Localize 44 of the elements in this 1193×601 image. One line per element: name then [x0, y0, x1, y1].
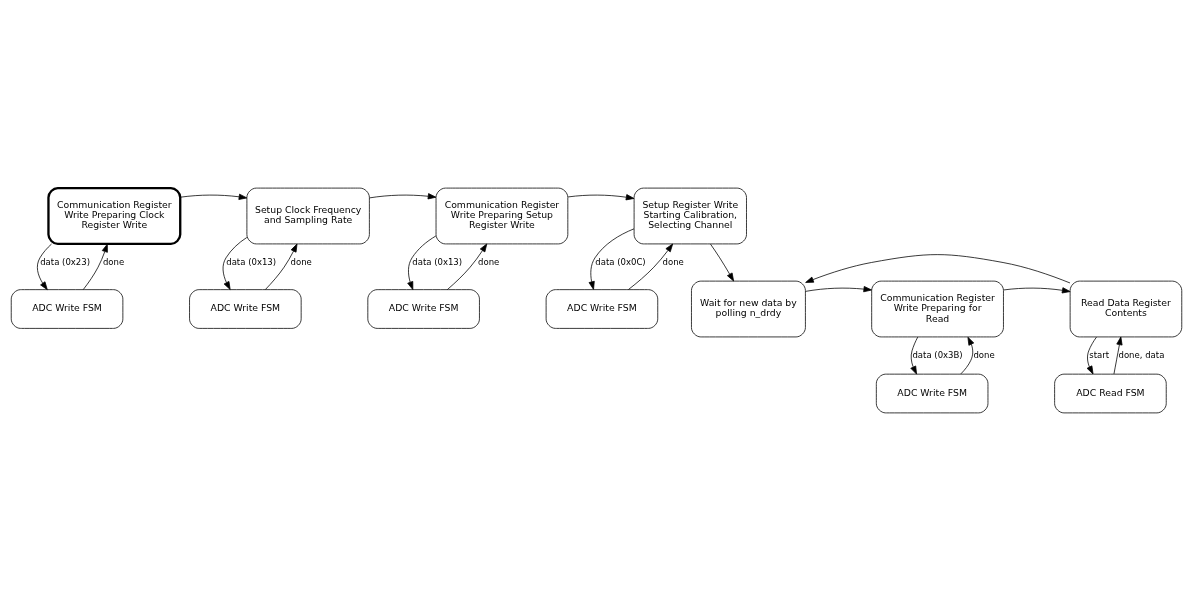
arrow [910, 336, 919, 375]
arrow [1003, 287, 1071, 294]
node-box: Read Data Register Contents [1069, 280, 1183, 338]
node-box: Communication Register Write Preparing for Read [871, 280, 1004, 338]
edge-label: done, data [1118, 349, 1165, 360]
node-box: ADC Write FSM [875, 373, 989, 414]
arrow [265, 243, 298, 290]
edge-label: done [478, 256, 500, 267]
arrow [82, 243, 108, 290]
arrow [805, 286, 872, 293]
arrow [1086, 336, 1097, 375]
node-box: Communication Register Write Preparing Clock Register Write [47, 186, 182, 246]
arrow [1113, 336, 1123, 375]
edge-label: done [662, 256, 684, 267]
arrow [37, 243, 52, 290]
node-box: ADC Write FSM [10, 289, 124, 329]
edge-label: start [1089, 349, 1110, 360]
node-box: Setup Register Write Starting Calibration, Selecting Channel [633, 187, 747, 245]
node-box: ADC Write FSM [189, 289, 302, 329]
arrow [222, 237, 248, 290]
arrow [567, 194, 635, 201]
edge-label: done [973, 349, 995, 360]
arrow [960, 336, 975, 375]
arrow [369, 193, 437, 200]
edge-label: data (0x0C) [595, 256, 646, 267]
edge-label: done [102, 256, 125, 267]
node-box: ADC Read FSM [1054, 373, 1167, 414]
arrow [805, 254, 1071, 284]
edge-label: data (0x23) [40, 256, 91, 267]
edge-label: data (0x3B) [912, 349, 963, 360]
arrow [407, 235, 437, 290]
arrow [710, 243, 734, 282]
node-box: ADC Write FSM [545, 289, 659, 329]
edge-label: data (0x13) [412, 256, 463, 267]
arrow [180, 193, 248, 200]
node-box: Communication Register Write Preparing Setup Register Write [435, 187, 569, 245]
arrow [628, 243, 674, 290]
arrow [588, 228, 635, 290]
node-box: Setup Clock Frequency and Sampling Rate [246, 187, 370, 245]
node-box: Wait for new data by polling n_drdy [691, 280, 806, 338]
edge-label: data (0x13) [226, 256, 277, 267]
arrow [446, 243, 488, 290]
edge-label: done [290, 256, 312, 267]
node-box: ADC Write FSM [367, 289, 480, 329]
